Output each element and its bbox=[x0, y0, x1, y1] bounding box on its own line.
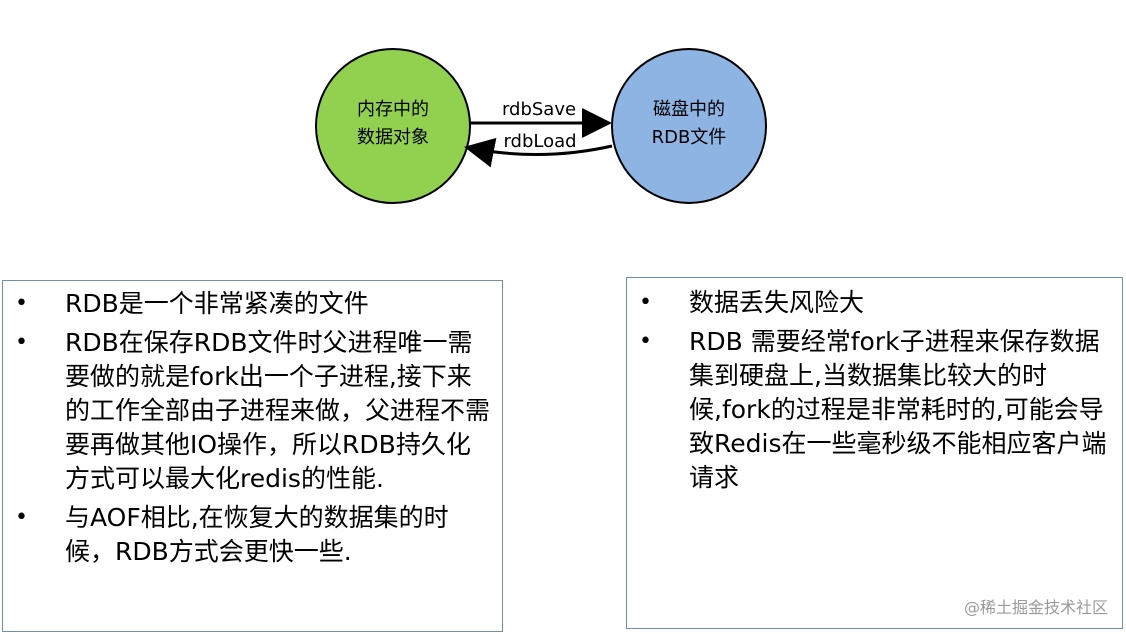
disk-node-label-line1: 磁盘中的 bbox=[653, 99, 725, 120]
memory-data-node bbox=[315, 48, 471, 204]
rdbsave-label: rdbSave bbox=[502, 99, 576, 120]
rdbload-label: rdbLoad bbox=[503, 131, 576, 152]
rdb-disadvantages-box: 数据丢失风险大 RDB 需要经常fork子进程来保存数据集到硬盘上,当数据集比较… bbox=[626, 277, 1123, 629]
disk-rdb-node bbox=[611, 48, 767, 204]
memory-node-label-line1: 内存中的 bbox=[357, 99, 429, 120]
advantage-item: RDB是一个非常紧凑的文件 bbox=[3, 287, 492, 321]
memory-node-label-line2: 数据对象 bbox=[357, 127, 429, 148]
disk-node-label-line2: RDB文件 bbox=[652, 127, 727, 148]
watermark: @稀土掘金技术社区 bbox=[963, 598, 1108, 617]
rdbload-arrow bbox=[464, 137, 613, 168]
advantage-item: RDB在保存RDB文件时父进程唯一需要做的就是fork出一个子进程,接下来的工作… bbox=[3, 326, 492, 496]
disadvantage-item: RDB 需要经常fork子进程来保存数据集到硬盘上,当数据集比较大的时候,for… bbox=[627, 325, 1112, 495]
rdb-flow-diagram: 内存中的 数据对象 磁盘中的 RDB文件 rdbSave rdbLoad bbox=[315, 48, 767, 204]
rdb-advantages-box: RDB是一个非常紧凑的文件 RDB在保存RDB文件时父进程唯一需要做的就是for… bbox=[2, 280, 503, 632]
disadvantage-item: 数据丢失风险大 bbox=[627, 286, 1112, 320]
advantage-item: 与AOF相比,在恢复大的数据集的时候，RDB方式会更快一些. bbox=[3, 501, 492, 569]
